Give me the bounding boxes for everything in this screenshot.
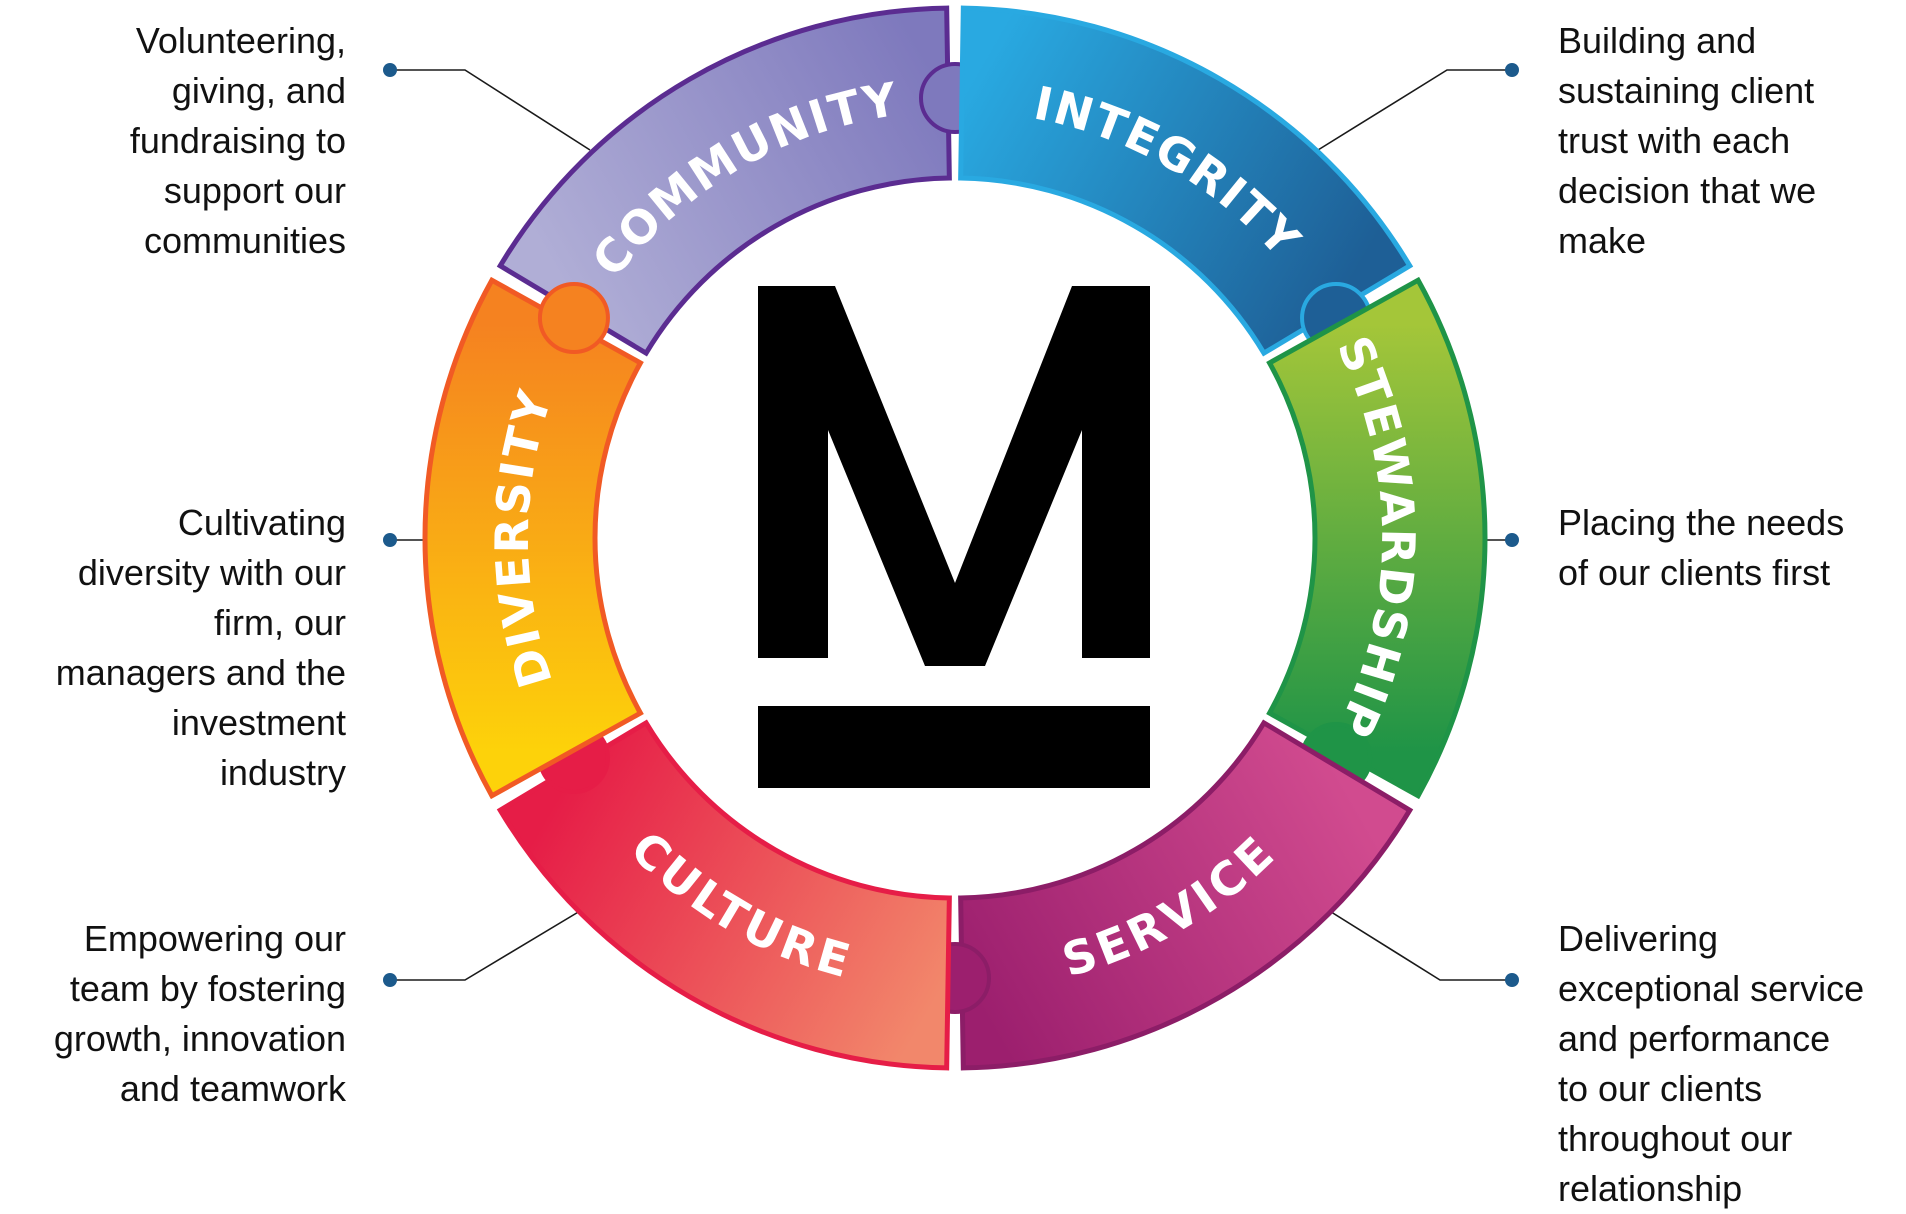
connector-dot-culture <box>383 973 397 987</box>
segment-integrity <box>958 5 1414 357</box>
connector-dot-stewardship <box>1505 533 1519 547</box>
service-description: Delivering exceptional service and perfo… <box>1558 918 1865 1209</box>
segment-community <box>496 5 952 357</box>
integrity-description: Building and sustaining client trust wit… <box>1558 20 1817 261</box>
segment-diversity <box>422 276 644 800</box>
segment-stewardship <box>1266 276 1488 800</box>
logo-letter-m <box>758 286 1150 666</box>
connector-dot-community <box>383 63 397 77</box>
connector-dot-diversity <box>383 533 397 547</box>
connector-dot-integrity <box>1505 63 1519 77</box>
culture-description: Empowering our team by fostering growth,… <box>53 918 346 1109</box>
connector-dot-service <box>1505 973 1519 987</box>
logo-underline-bar <box>758 706 1150 788</box>
stewardship-description: Placing the needs of our clients first <box>1558 502 1845 593</box>
connector-line-culture <box>390 904 591 981</box>
connector-line-community <box>390 69 591 151</box>
segment-service <box>958 719 1414 1071</box>
m-logo <box>758 286 1150 788</box>
puzzle-knob-diversity <box>537 282 610 354</box>
diversity-description: Cultivating diversity with our firm, our… <box>55 502 346 793</box>
connector-line-integrity <box>1317 69 1512 151</box>
segment-culture <box>496 719 952 1071</box>
community-description: Volunteering, giving, and fundraising to… <box>129 20 346 261</box>
connector-line-service <box>1319 904 1512 981</box>
